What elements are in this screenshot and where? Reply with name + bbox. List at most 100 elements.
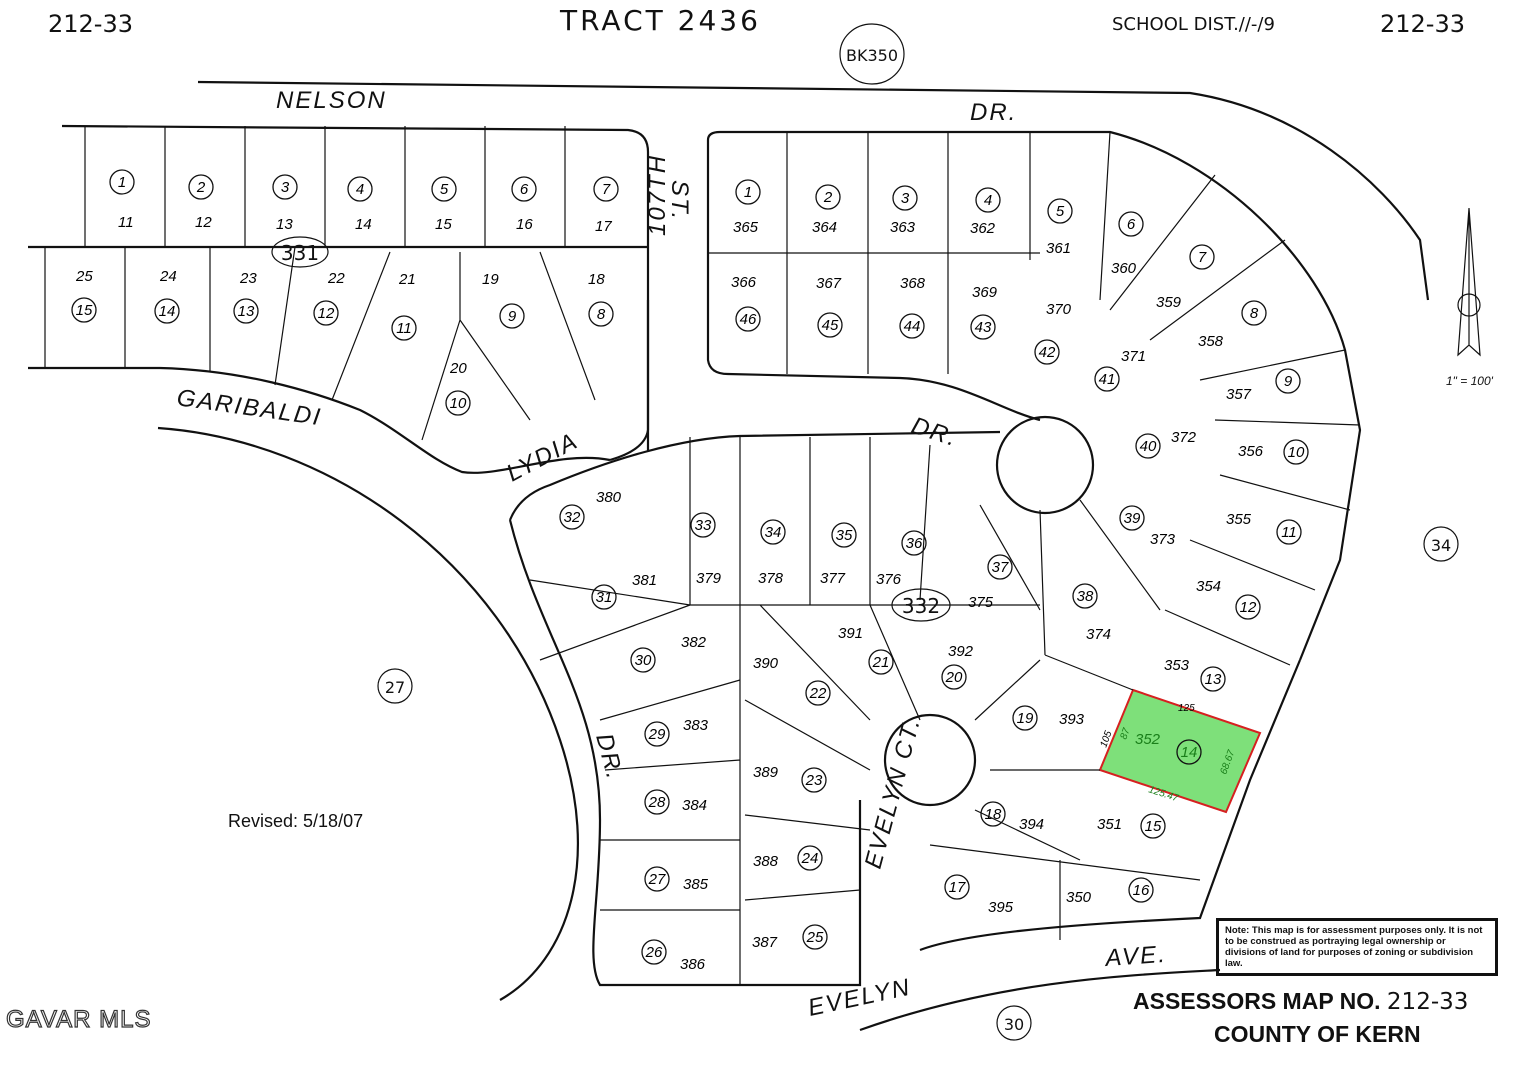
svg-text:25: 25 (806, 929, 824, 946)
svg-text:387: 387 (752, 934, 778, 951)
svg-text:377: 377 (820, 570, 846, 587)
svg-text:32: 32 (564, 509, 581, 526)
block-top-right-inner (706, 140, 1041, 422)
section-27-circle (377, 668, 413, 704)
svg-text:360: 360 (1111, 260, 1137, 277)
svg-text:24: 24 (159, 268, 177, 285)
svg-text:13: 13 (238, 303, 255, 320)
svg-text:369: 369 (972, 284, 998, 301)
section-332: 332 (902, 594, 940, 618)
svg-text:359: 359 (1156, 294, 1182, 311)
county-label: COUNTY OF KERN (1214, 1021, 1421, 1047)
section-332-circle (891, 588, 951, 622)
svg-text:1: 1 (118, 174, 126, 191)
svg-text:23: 23 (805, 772, 823, 789)
svg-text:27: 27 (648, 871, 666, 888)
section-30-circle (996, 1005, 1032, 1041)
svg-text:370: 370 (1046, 301, 1072, 318)
svg-text:381: 381 (632, 572, 657, 589)
block-top-right (706, 130, 1362, 661)
assessor-map-label: ASSESSORS MAP NO. 212-33 (1133, 988, 1468, 1015)
svg-text:11: 11 (396, 320, 412, 337)
svg-text:20: 20 (449, 360, 467, 377)
section-331-circle (271, 236, 329, 268)
svg-text:355: 355 (1226, 511, 1252, 528)
svg-text:350: 350 (1066, 889, 1092, 906)
svg-text:3: 3 (281, 179, 290, 196)
svg-text:21: 21 (872, 654, 890, 671)
svg-text:26: 26 (645, 944, 663, 961)
svg-text:392: 392 (948, 643, 974, 660)
svg-text:20: 20 (945, 669, 963, 686)
svg-text:87: 87 (1118, 726, 1132, 741)
svg-text:393: 393 (1059, 711, 1085, 728)
street-nelson: NELSON (276, 87, 387, 114)
svg-text:366: 366 (731, 274, 757, 291)
svg-text:375: 375 (968, 594, 994, 611)
block-top-left (28, 245, 650, 462)
svg-text:18: 18 (588, 271, 605, 288)
svg-text:12: 12 (318, 305, 335, 322)
south-right-lot-lines (929, 499, 1201, 940)
svg-text:388: 388 (753, 853, 779, 870)
svg-text:373: 373 (1150, 531, 1176, 548)
svg-text:386: 386 (680, 956, 706, 973)
svg-text:4: 4 (356, 181, 364, 198)
highlighted-lot[interactable] (1098, 688, 1262, 814)
svg-text:361: 361 (1046, 240, 1071, 257)
svg-text:391: 391 (838, 625, 863, 642)
svg-text:22: 22 (327, 270, 345, 287)
svg-text:9: 9 (1284, 373, 1293, 390)
svg-text:10: 10 (450, 395, 467, 412)
svg-text:7: 7 (602, 181, 611, 198)
svg-text:5: 5 (440, 181, 449, 198)
map-scale: 1" = 100' (1446, 374, 1493, 388)
cul-de-sac-north (995, 415, 1095, 515)
svg-text:24: 24 (801, 850, 819, 867)
svg-text:358: 358 (1198, 333, 1224, 350)
svg-text:36: 36 (906, 535, 923, 552)
section-30: 30 (1004, 1015, 1024, 1034)
svg-text:5: 5 (1056, 203, 1065, 220)
assessor-map-number: 212-33 (1386, 989, 1469, 1015)
street-ave: AVE. (1103, 941, 1168, 972)
nelson-road-edge-top (197, 80, 1430, 301)
nelson-road-edge-bottom (61, 124, 650, 452)
svg-text:40: 40 (1140, 438, 1157, 455)
street-dr-top: DR. (970, 99, 1017, 126)
svg-text:372: 372 (1171, 429, 1197, 446)
svg-text:45: 45 (822, 317, 839, 334)
svg-text:31: 31 (596, 589, 613, 606)
garibaldi-curve-top (159, 366, 611, 474)
svg-text:354: 354 (1196, 578, 1221, 595)
svg-text:362: 362 (970, 220, 996, 237)
svg-text:12: 12 (1240, 599, 1257, 616)
svg-text:25: 25 (75, 268, 93, 285)
svg-text:6: 6 (1127, 216, 1136, 233)
svg-text:46: 46 (740, 311, 757, 328)
svg-text:8: 8 (597, 306, 606, 323)
section-27: 27 (385, 678, 405, 697)
svg-text:14: 14 (355, 216, 372, 233)
mls-watermark: GAVAR MLS (5, 1005, 152, 1033)
svg-text:13: 13 (276, 216, 293, 233)
evelyn-avenue-edge (859, 659, 1302, 1032)
svg-text:22: 22 (809, 685, 827, 702)
svg-text:374: 374 (1086, 626, 1111, 643)
svg-text:9: 9 (508, 308, 517, 325)
cul-de-sac-south (883, 713, 977, 807)
section-34-circle (1423, 526, 1459, 562)
svg-text:11: 11 (118, 214, 134, 231)
svg-text:19: 19 (1017, 710, 1034, 727)
svg-text:2: 2 (823, 189, 833, 206)
svg-text:353: 353 (1164, 657, 1190, 674)
svg-text:16: 16 (516, 216, 533, 233)
svg-text:382: 382 (681, 634, 707, 651)
svg-text:357: 357 (1226, 386, 1252, 403)
assessment-note: Note: This map is for assessment purpose… (1216, 918, 1498, 976)
section-331: 331 (281, 241, 319, 265)
svg-text:368: 368 (900, 275, 926, 292)
svg-text:28: 28 (648, 794, 666, 811)
